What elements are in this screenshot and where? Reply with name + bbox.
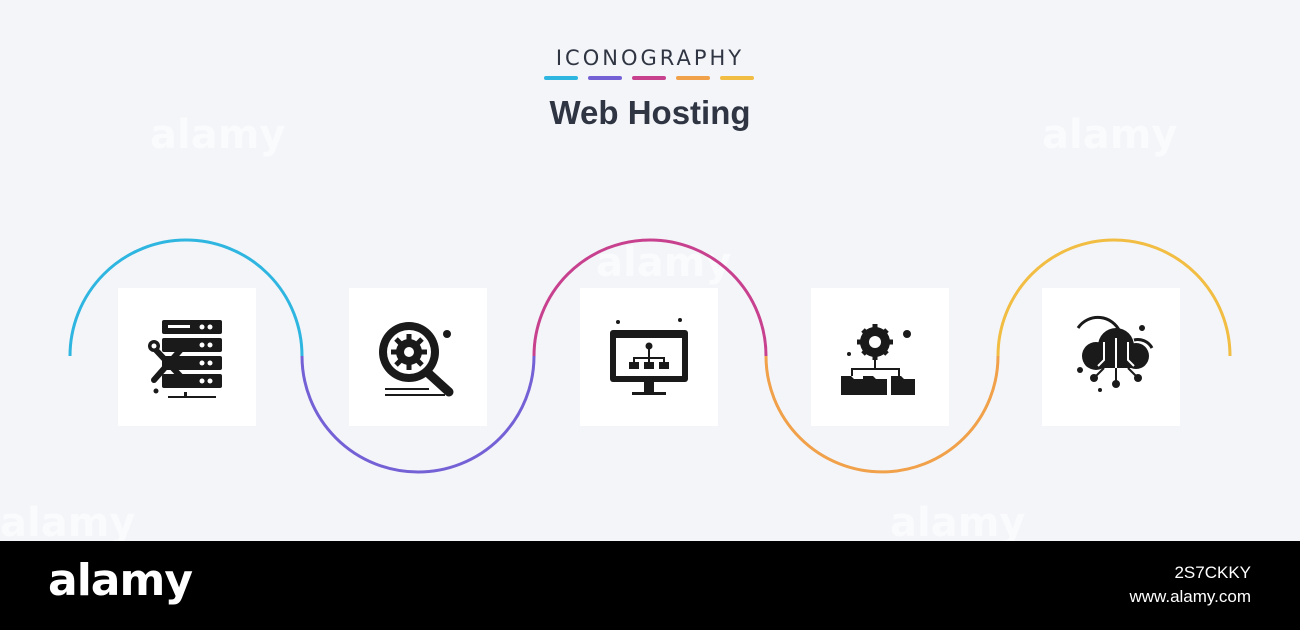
- icon-tile: [349, 288, 487, 426]
- monitor-sitemap-icon: [610, 318, 688, 395]
- search-settings-icon: [379, 322, 454, 397]
- color-bar: [720, 76, 754, 80]
- wave-segment: [532, 238, 768, 357]
- icon-tile: [1042, 288, 1180, 426]
- wave-segment: [764, 355, 1000, 474]
- image-id: 2S7CKKY: [1174, 563, 1251, 582]
- server-tools-icon: [148, 320, 222, 398]
- folder-network-settings-icon: [841, 324, 915, 395]
- watermark: alamy: [890, 500, 1026, 546]
- icon-tile: [811, 288, 949, 426]
- page-title: Web Hosting: [549, 94, 751, 131]
- connector-wave: [68, 238, 1232, 474]
- cloud-network-icon: [1076, 315, 1154, 392]
- brand-logo[interactable]: alamy: [48, 555, 193, 606]
- site-url[interactable]: www.alamy.com: [1129, 587, 1251, 606]
- wave-segment: [300, 355, 536, 474]
- icon-tile: [118, 288, 256, 426]
- watermark: alamy: [0, 500, 136, 546]
- watermark: alamy: [596, 240, 732, 286]
- color-bar: [588, 76, 622, 80]
- wave-segment: [996, 238, 1232, 357]
- color-bar: [676, 76, 710, 80]
- watermark: alamy: [150, 112, 286, 158]
- kicker-text: ICONOGRAPHY: [555, 46, 745, 70]
- color-bar: [632, 76, 666, 80]
- wave-segment: [68, 238, 304, 357]
- icon-tile: [580, 288, 718, 426]
- watermark: alamy: [1042, 112, 1178, 158]
- color-bars: [544, 76, 756, 80]
- icon-sheet: alamy alamy alamy alamy alamy ICONOGRAPH…: [68, 46, 1232, 474]
- color-bar: [544, 76, 578, 80]
- footer-bar: alamy 2S7CKKY www.alamy.com: [0, 541, 1300, 630]
